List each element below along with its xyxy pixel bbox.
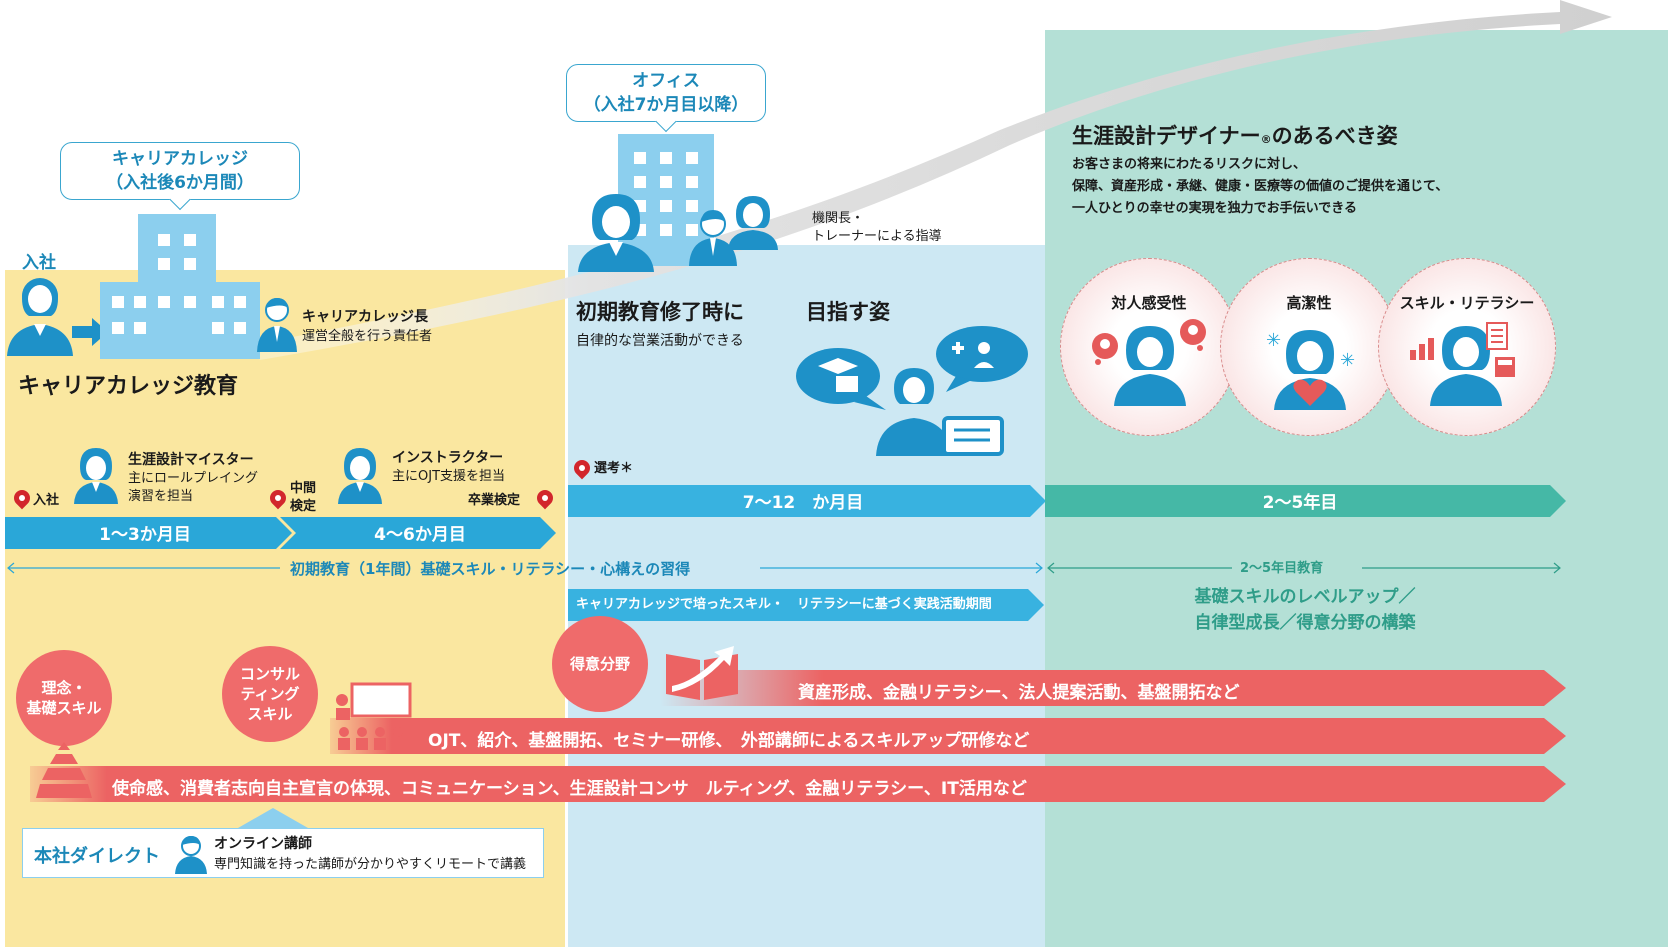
office-employee-icon <box>578 194 654 272</box>
online-lecturer-desc: 専門知識を持った講師が分かりやすくリモートで講義 <box>214 857 527 872</box>
initial-education-label: 初期教育（1年間）基礎スキル・リテラシー・心構えの習得 <box>290 560 691 578</box>
designer-desc-2: 保障、資産形成・承継、健康・医療等の価値のご提供を通じて、 <box>1072 179 1449 194</box>
skill-row-3-text: 使命感、消費者志向自主宣言の体現、コミュニケーション、生涯設計コンサ ルティング… <box>112 779 1027 799</box>
college-callout-line2: （入社後6か月間） <box>106 173 254 193</box>
selection-label: 選考＊ <box>594 461 634 476</box>
goal-title-2: 目指す姿 <box>806 300 890 324</box>
meister-title: 生涯設計マイスター <box>128 452 254 468</box>
direct-up-arrow <box>238 808 308 828</box>
designer-edu-desc1: 基礎スキルのレベルアップ／ <box>1194 587 1416 607</box>
office-callout-line1: オフィス <box>632 71 700 91</box>
direct-box <box>22 828 544 878</box>
instructor-icon <box>338 448 382 504</box>
college-title: キャリアカレッジ教育 <box>18 374 239 399</box>
sparkle-icon: ✳ <box>1266 330 1282 351</box>
growth-book-icon <box>666 646 738 700</box>
entry-arrow-icon <box>72 318 108 346</box>
office-callout-line2: （入社7か月目以降） <box>583 95 749 115</box>
pyramid-icon <box>36 742 92 798</box>
sparkle-icon-2: ✳ <box>1340 350 1356 371</box>
new-employee-icon <box>7 278 73 356</box>
goal-illustration <box>796 326 1028 456</box>
quality-label-integrity: 高潔性 <box>1286 294 1332 312</box>
bar-months-1-3: 1〜3か月目 <box>99 525 191 545</box>
meister-icon <box>74 448 118 504</box>
bar-years-2-5: 2〜5年目 <box>1262 493 1338 513</box>
document-list-icon <box>1486 322 1508 350</box>
meister-desc1: 主にロールプレイング <box>128 471 259 486</box>
quality-skill-person-icon <box>1430 326 1502 406</box>
consulting-circle-line3: スキル <box>247 705 293 723</box>
consulting-circle-line1: コンサル <box>239 665 300 683</box>
skill-arrows <box>30 670 1566 802</box>
heart-icon <box>1293 379 1327 406</box>
bar-months-7-12: 7〜12 か月目 <box>742 493 864 513</box>
college-callout-line1: キャリアカレッジ <box>112 149 248 169</box>
practice-text: キャリアカレッジで培ったスキル・ リテラシーに基づく実践活動期間 <box>576 597 992 612</box>
seminar-icon <box>336 682 412 750</box>
calculator-icon <box>1495 357 1515 377</box>
speech-bubble-icon-2 <box>1180 319 1206 351</box>
growth-arrow <box>250 0 1612 360</box>
goal-desc: 自律的な営業活動ができる <box>576 333 744 349</box>
direct-label: 本社ダイレクト <box>34 846 160 867</box>
office-callout: オフィス （入社7か月目以降） <box>566 64 766 122</box>
designer-title: 生涯設計デザイナー®のあるべき姿 <box>1072 120 1398 150</box>
office-trainer-icon <box>728 196 778 250</box>
quality-label-skill: スキル・リテラシー <box>1399 294 1535 312</box>
designer-title-main: 生涯設計デザイナー <box>1072 124 1261 148</box>
online-lecturer-icon <box>175 836 207 874</box>
skill-row-2-text: OJT、紹介、基盤開拓、セミナー研修、 外部講師によるスキルアップ研修など <box>428 731 1030 751</box>
specialty-circle-label: 得意分野 <box>569 655 630 673</box>
designer-desc-3: 一人ひとりの幸せの実現を独力でお手伝いできる <box>1072 201 1357 216</box>
college-head-title: キャリアカレッジ長 <box>302 309 428 325</box>
college-building-icon <box>100 214 260 359</box>
pin-grad-label: 卒業検定 <box>468 493 521 508</box>
document-icon <box>942 416 1004 456</box>
graduation-cap-icon <box>818 358 858 374</box>
initial-education-line <box>7 562 1561 574</box>
pin-mid-label-2: 検定 <box>290 499 317 514</box>
skill-row-1-text: 資産形成、金融リテラシー、法人提案活動、基盤開拓など <box>798 683 1240 703</box>
office-guidance-1: 機関長・ <box>812 211 865 226</box>
designer-edu-desc2: 自律型成長／得意分野の構築 <box>1194 613 1416 633</box>
speech-bubble-icon <box>1092 333 1118 365</box>
designer-edu-label: 2〜5年目教育 <box>1240 561 1324 576</box>
online-lecturer-title: オンライン講師 <box>214 836 312 852</box>
office-manager-icon <box>689 210 737 266</box>
college-head-icon <box>257 298 297 352</box>
philosophy-circle-line1: 理念・ <box>41 679 87 697</box>
designer-desc-1: お客さまの将来にわたるリスクに対し、 <box>1072 157 1307 172</box>
office-guidance-2: トレーナーによる指導 <box>812 229 942 244</box>
quality-label-sensitivity: 対人感受性 <box>1111 294 1187 312</box>
designer-registered-mark: ® <box>1260 133 1272 146</box>
instructor-title: インストラクター <box>392 450 504 466</box>
consulting-circle-line2: ティング <box>240 685 300 703</box>
pin-join-label: 入社 <box>33 493 60 508</box>
join-label: 入社 <box>22 253 56 273</box>
consulting-circle: コンサル ティング スキル <box>222 646 318 742</box>
philosophy-circle: 理念・ 基礎スキル <box>16 650 112 746</box>
practice-bar <box>568 589 1044 621</box>
bar-months-4-6: 4〜6か月目 <box>374 525 466 545</box>
period-bars <box>5 485 1566 549</box>
instructor-desc: 主にOJT支援を担当 <box>392 469 506 484</box>
bar-chart-icon <box>1410 338 1434 360</box>
pin-mid-label-1: 中間 <box>290 481 317 496</box>
meister-desc2: 演習を担当 <box>128 489 194 504</box>
college-callout: キャリアカレッジ （入社後6か月間） <box>60 142 300 200</box>
philosophy-circle-line2: 基礎スキル <box>26 699 102 717</box>
goal-title-1: 初期教育修了時に <box>576 300 744 324</box>
designer-title-suffix: のあるべき姿 <box>1271 124 1398 148</box>
quality-sensitivity-person-icon <box>1114 326 1186 406</box>
quality-integrity-person-icon <box>1274 330 1346 410</box>
college-head-desc: 運営全般を行う責任者 <box>302 329 433 344</box>
specialty-circle: 得意分野 <box>552 616 648 712</box>
